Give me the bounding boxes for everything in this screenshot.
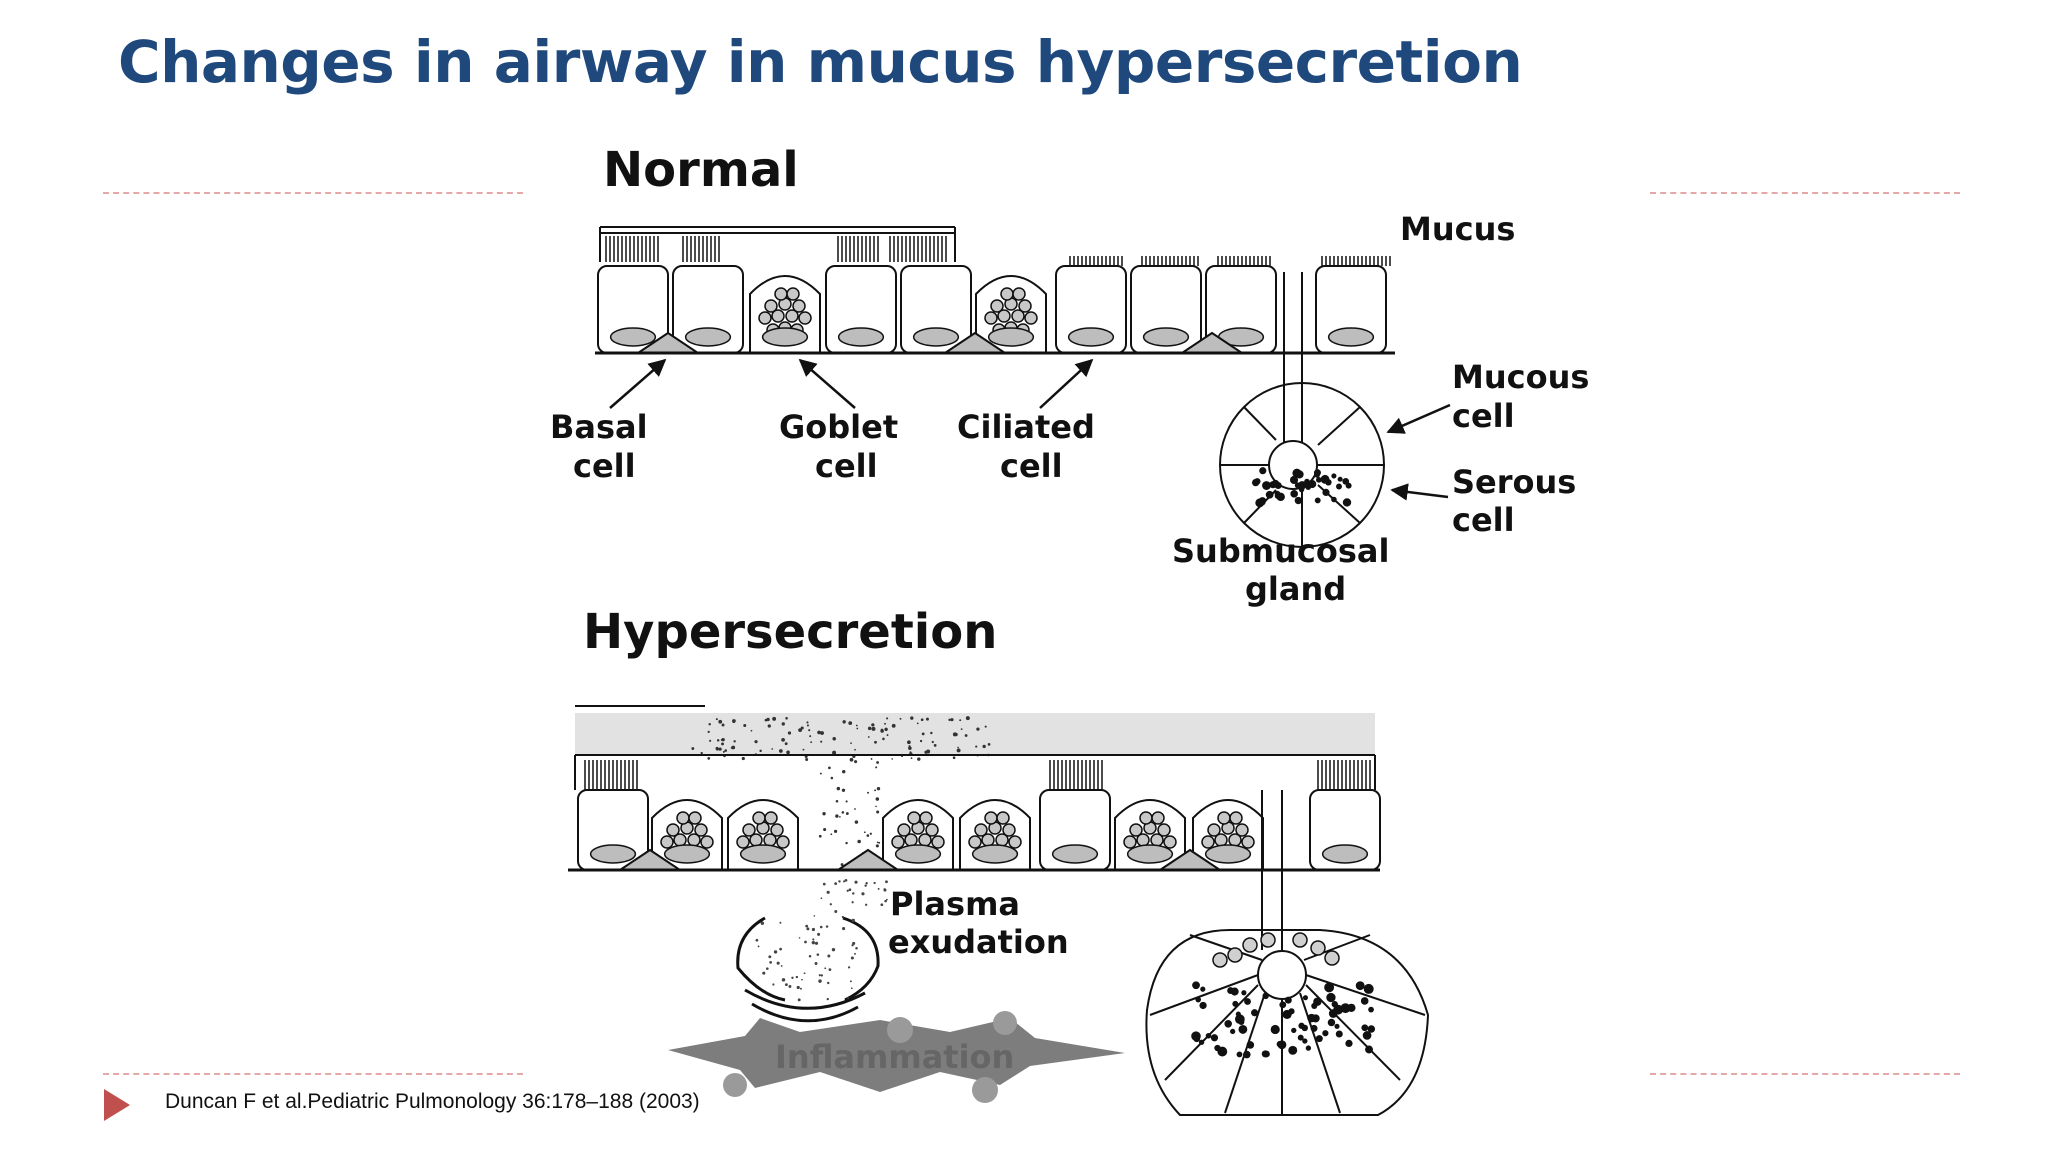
submucosal-gland-label: Submucosal (1172, 532, 1389, 570)
goblet-cell-label-2: cell (815, 447, 878, 485)
divider-bottom-left (103, 1073, 523, 1075)
basal-cell-label-2: cell (573, 447, 636, 485)
inflammation-label: Inflammation (775, 1038, 1014, 1076)
divider-bottom-right (1650, 1073, 1960, 1075)
normal-submucosal-gland (1219, 272, 1385, 548)
normal-cilia (605, 236, 1391, 266)
basal-cell-label: Basal (550, 408, 648, 446)
hypersecretion-epithelium (577, 789, 1381, 871)
serous-cell-label-2: cell (1452, 501, 1515, 539)
hypersecretion-submucosal-gland (1145, 790, 1430, 1116)
ciliated-cell-label: Ciliated (957, 408, 1095, 446)
plasma-exudation-vessel (736, 916, 880, 1023)
citation-text: Duncan F et al.Pediatric Pulmonology 36:… (165, 1090, 700, 1113)
hypersecretion-mucus-outline (574, 754, 1376, 790)
submucosal-gland-label-2: gland (1245, 570, 1346, 608)
divider-top-right (1650, 192, 1960, 194)
normal-label-arrows (609, 358, 1451, 501)
inflammation-burst (668, 1011, 1125, 1103)
citation-bullet-icon (104, 1089, 130, 1121)
hypersecretion-cilia (584, 760, 1371, 790)
mucous-cell-label: Mucous (1452, 358, 1589, 396)
hypersecretion-panel: Hypersecretion (568, 604, 1430, 1116)
normal-epithelium (597, 265, 1387, 354)
hypersecretion-heading: Hypersecretion (583, 604, 997, 660)
mucus-label: Mucus (1400, 210, 1515, 248)
normal-gland-granules (1251, 467, 1352, 508)
goblet-cell-label: Goblet (779, 408, 898, 446)
mucous-cell-label-2: cell (1452, 397, 1515, 435)
hypersecretion-mucus-layer (575, 713, 1375, 755)
serous-cell-label: Serous (1452, 463, 1576, 501)
divider-top-left (103, 192, 523, 194)
normal-mucus-layer (599, 226, 956, 262)
hypersecretion-gland-granules (1191, 932, 1376, 1059)
plasma-exudation-label-2: exudation (888, 923, 1069, 961)
plasma-particles (755, 878, 888, 1002)
slide-title: Changes in airway in mucus hypersecretio… (118, 28, 1523, 96)
normal-heading: Normal (603, 142, 799, 198)
normal-panel: Normal Mucus Mucous cell Serous cell Bas… (550, 142, 1589, 608)
plasma-exudation-label: Plasma (890, 885, 1020, 923)
ciliated-cell-label-2: cell (1000, 447, 1063, 485)
